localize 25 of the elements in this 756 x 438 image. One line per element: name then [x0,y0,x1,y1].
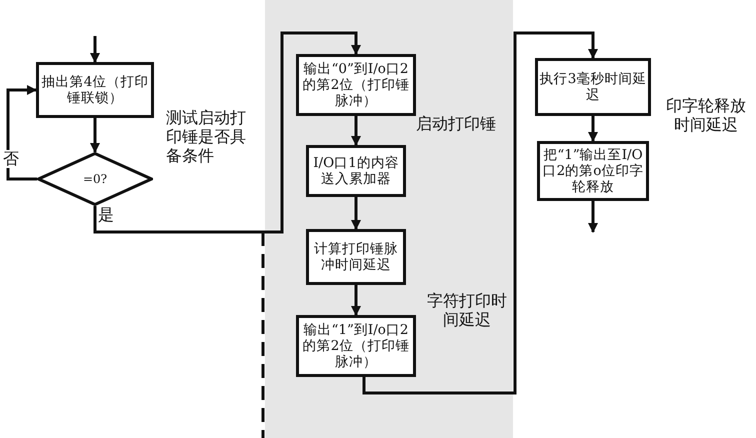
process-box: 把“1”输出至I/O口2的第o位印字轮释放 [537,141,649,201]
arrow [351,285,361,316]
process-box: I/O口1的内容送入累加器 [306,145,406,197]
edge-label: 否 [2,150,20,168]
annotation-text: 字符打印时间延迟 [426,291,508,329]
arrow [588,116,598,142]
decision-diamond [37,152,153,206]
annotation-text: 印字轮释放时间延迟 [665,96,747,134]
arrow [90,36,100,63]
annotation-text: 启动打印锤 [416,114,497,133]
process-box: 执行3毫秒时间延迟 [535,58,651,116]
arrow [362,32,598,394]
arrow [351,116,361,146]
condition-text: =0? [82,171,108,187]
process-box: 计算打印锤脉冲时间延迟 [306,229,406,285]
edge-label: 是 [97,206,115,224]
process-box: 输出“0”到I/o口2的第2位（打印锤脉冲） [296,54,416,116]
arrow [351,197,361,230]
arrow [6,85,37,180]
process-box: 抽出第4位（打印锤联锁） [36,62,154,118]
arrow [94,32,361,234]
arrow [90,118,100,153]
process-box: 输出“1”到I/o口2的第2位（打印锤脉冲） [296,315,416,377]
arrow [588,201,598,233]
annotation-text: 测试启动打印锤是否具备条件 [166,108,247,165]
